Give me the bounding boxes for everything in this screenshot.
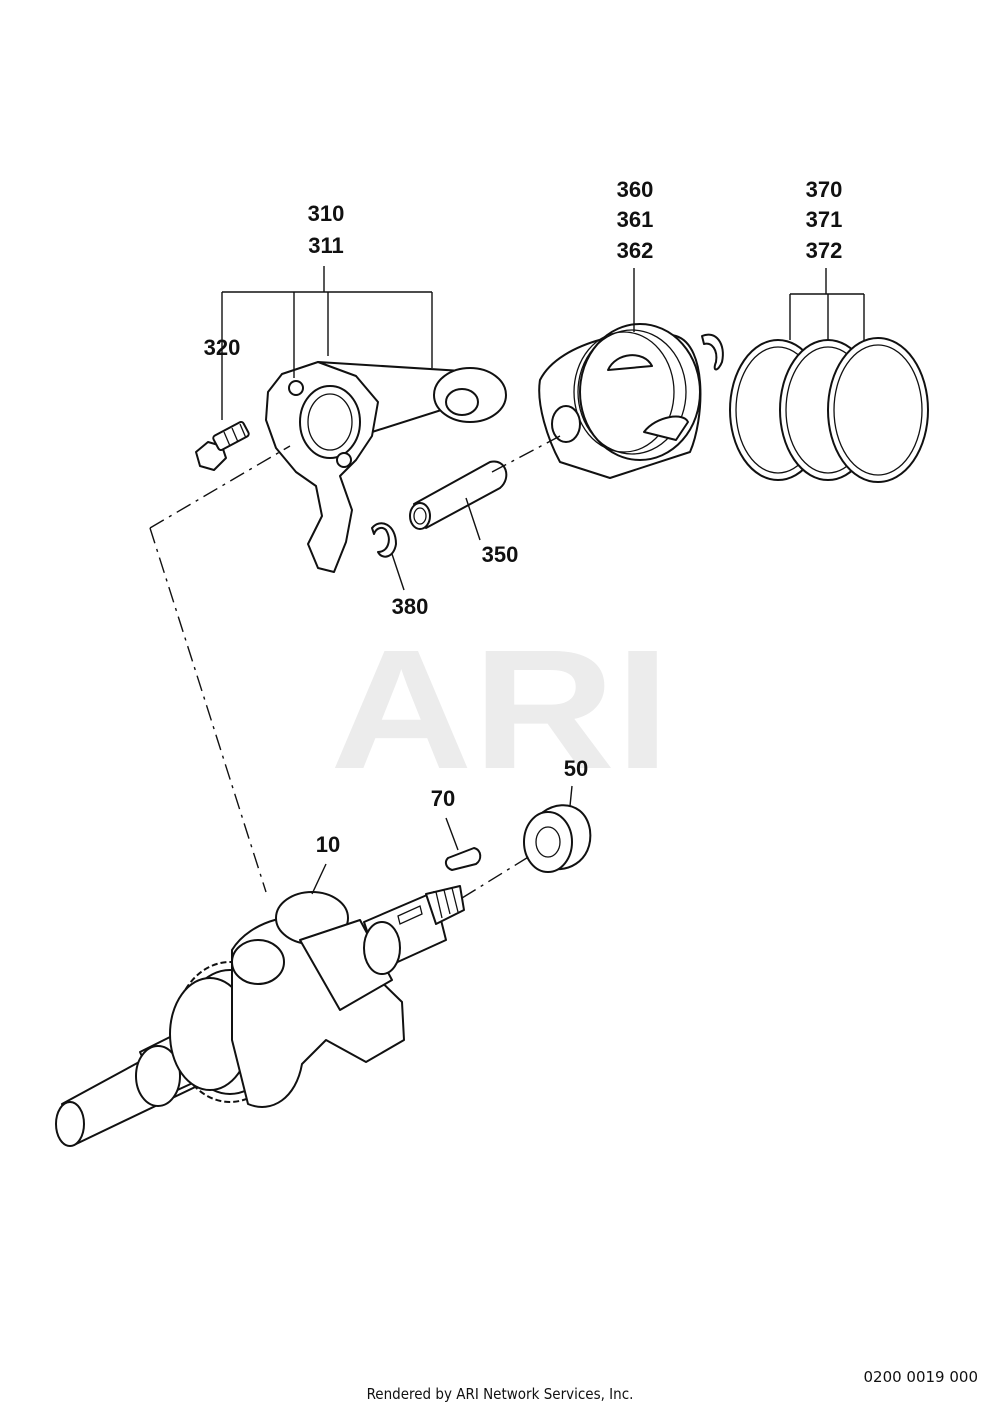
woodruff-key[interactable] bbox=[444, 847, 482, 871]
crankshaft-gear[interactable] bbox=[523, 804, 592, 873]
leader-lines bbox=[149, 266, 865, 899]
callout-360[interactable]: 360 bbox=[617, 177, 654, 202]
callout-372[interactable]: 372 bbox=[806, 238, 843, 263]
callout-350[interactable]: 350 bbox=[482, 542, 519, 567]
callout-310[interactable]: 310 bbox=[308, 201, 345, 226]
callout-labels: 310 311 320 360 361 362 370 371 372 350 … bbox=[204, 177, 843, 857]
callout-10[interactable]: 10 bbox=[316, 832, 340, 857]
callout-320[interactable]: 320 bbox=[204, 335, 241, 360]
callout-371[interactable]: 371 bbox=[806, 207, 843, 232]
callout-370[interactable]: 370 bbox=[806, 177, 843, 202]
footer-credit: Rendered by ARI Network Services, Inc. bbox=[366, 1385, 634, 1403]
piston-pin-clip-lower[interactable] bbox=[371, 522, 397, 558]
callout-70[interactable]: 70 bbox=[431, 786, 455, 811]
diagram-id: 0200 0019 000 bbox=[863, 1368, 978, 1386]
callout-380[interactable]: 380 bbox=[392, 594, 429, 619]
watermark-text: ARI bbox=[330, 615, 670, 805]
connecting-rod-bolt[interactable] bbox=[195, 421, 250, 471]
piston-pin[interactable] bbox=[409, 460, 508, 530]
callout-50[interactable]: 50 bbox=[564, 756, 588, 781]
piston[interactable] bbox=[538, 323, 702, 479]
piston-ring-set[interactable] bbox=[729, 337, 929, 483]
crankshaft[interactable] bbox=[55, 885, 465, 1147]
connecting-rod[interactable] bbox=[265, 361, 507, 573]
piston-pin-clip-upper[interactable] bbox=[701, 333, 724, 371]
callout-311[interactable]: 311 bbox=[308, 233, 344, 258]
callout-361[interactable]: 361 bbox=[617, 207, 654, 232]
callout-362[interactable]: 362 bbox=[617, 238, 654, 263]
